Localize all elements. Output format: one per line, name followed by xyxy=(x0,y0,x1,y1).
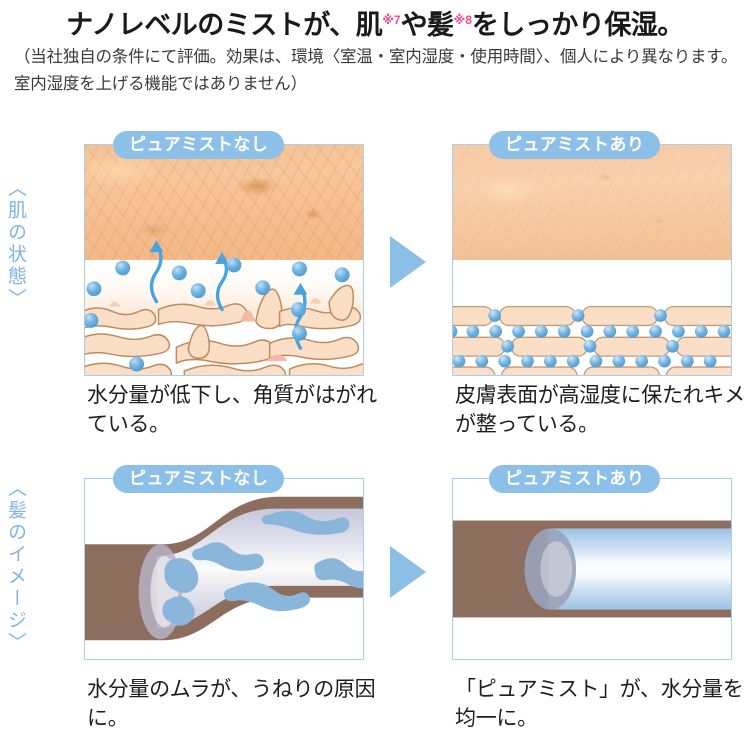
panel-skin-without-mist xyxy=(84,144,364,376)
badge-skin-without-mist: ピュアミストなし xyxy=(113,131,285,159)
side-label-hair-image: 〈髪のイメージ〉 xyxy=(5,478,26,654)
caption-hair-without-mist: 水分量のムラが、うねりの原因に。 xyxy=(87,678,376,730)
panel-skin-with-mist xyxy=(452,144,732,376)
badge-skin-with-mist: ピュアミストあり xyxy=(489,131,661,159)
skin-surface-photo-smooth xyxy=(453,145,731,260)
panel-hair-with-mist xyxy=(452,478,732,660)
title-part-1: ナノレベルのミストが、肌 xyxy=(66,10,383,40)
panel-hair-without-mist xyxy=(84,478,364,660)
caption-skin-with-mist: 皮膚表面が高湿度に保たれキメが整っている。 xyxy=(455,384,745,436)
page-title: ナノレベルのミストが、肌※7や髪※8をしっかり保湿。 xyxy=(0,3,750,42)
comparison-arrow-skin-icon xyxy=(390,236,426,288)
title-superscript-8: ※8 xyxy=(453,13,472,27)
disclaimer-note: （当社独自の条件にて評価。効果は、環境〈室温・室内湿度・使用時間〉、個人により異… xyxy=(14,48,738,93)
hair-strand-uneven xyxy=(85,496,363,641)
side-label-skin-condition: 〈肌の状態〉 xyxy=(5,178,26,310)
skin-surface-photo-rough xyxy=(85,145,363,260)
hair-uniform-moisture-core xyxy=(548,528,731,610)
skin-cross-section-dry xyxy=(85,240,363,375)
caption-hair-with-mist: 「ピュアミスト」が、水分量を均一に。 xyxy=(455,678,744,730)
badge-hair-without-mist: ピュアミストなし xyxy=(113,465,285,493)
hair-inner-cortex xyxy=(156,508,363,629)
title-part-2: や髪 xyxy=(400,10,455,40)
title-part-3: をしっかり保湿。 xyxy=(471,10,685,40)
title-superscript-7: ※7 xyxy=(382,13,401,27)
comparison-arrow-hair-icon xyxy=(390,546,426,598)
badge-hair-with-mist: ピュアミストあり xyxy=(489,465,661,493)
caption-skin-without-mist: 水分量が低下し、角質がはがれている。 xyxy=(87,384,377,436)
hair-strand-uniform xyxy=(453,520,731,618)
skin-cross-section-hydrated xyxy=(453,305,731,375)
